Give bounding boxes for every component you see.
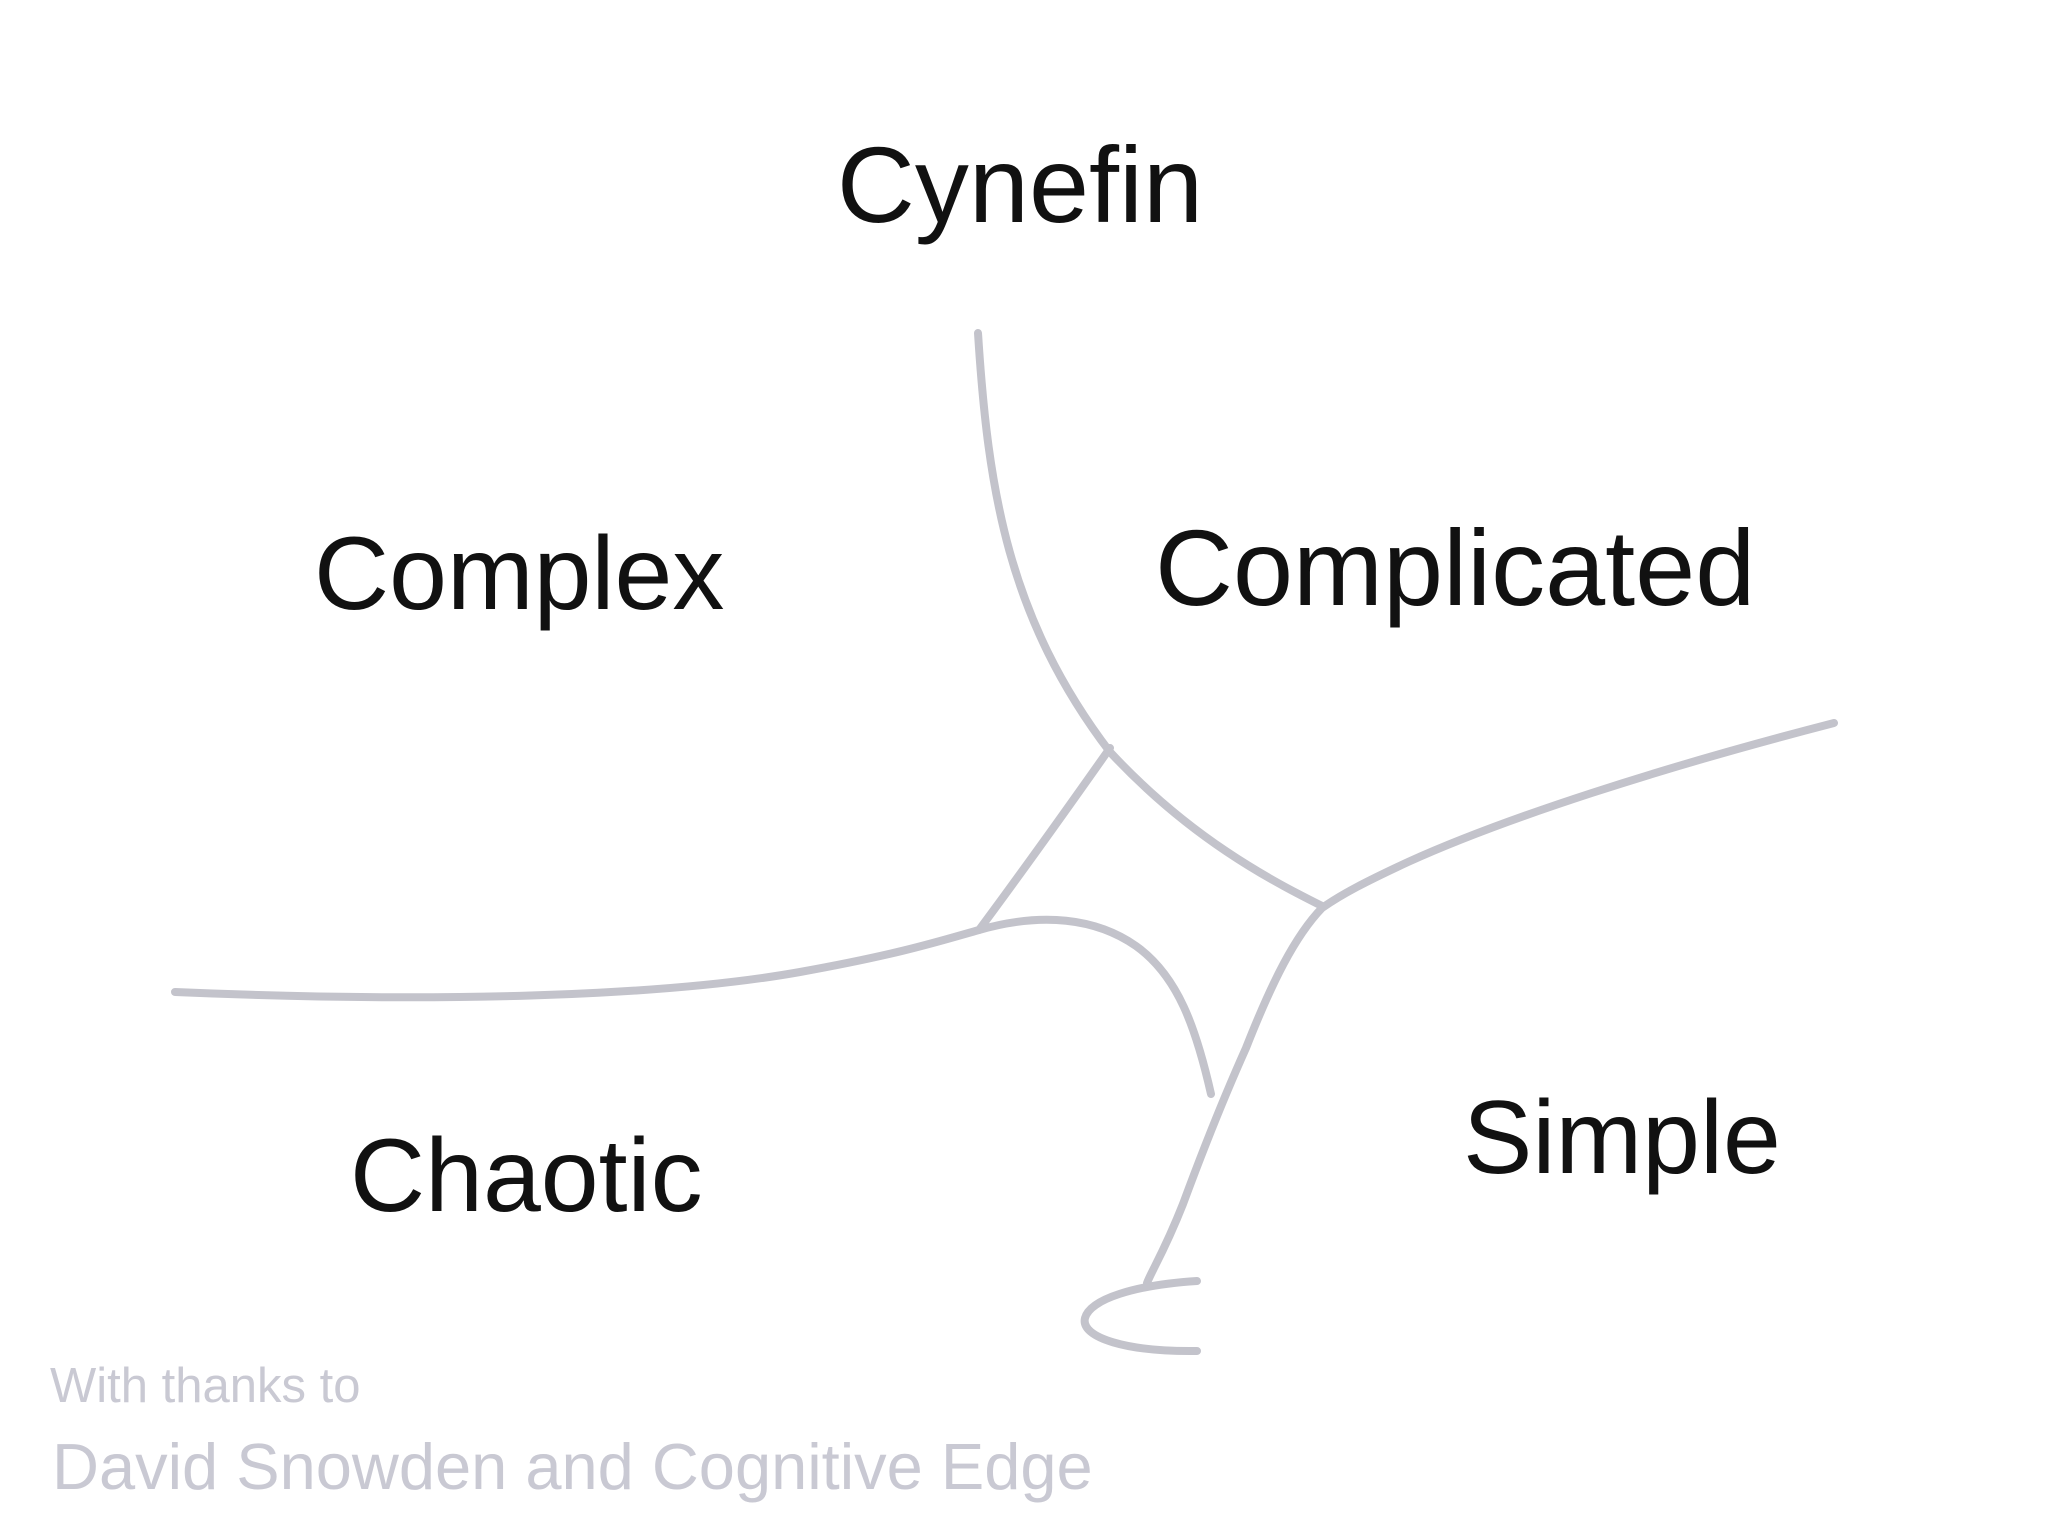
- quadrant-label-chaotic: Chaotic: [350, 1118, 703, 1234]
- diagram-title: Cynefin: [836, 124, 1204, 245]
- attribution-line-2: David Snowden and Cognitive Edge: [52, 1430, 1093, 1503]
- boundary-right-curve: [1143, 719, 1838, 1287]
- boundary-left-curve: [171, 915, 1215, 1098]
- boundary-center-left-branch: [975, 744, 1114, 934]
- quadrant-label-complex: Complex: [314, 516, 725, 632]
- attribution-line-1: With thanks to: [50, 1359, 361, 1413]
- boundary-bottom-fold-hook: [1080, 1277, 1201, 1356]
- quadrant-label-complicated: Complicated: [1155, 507, 1756, 628]
- boundary-top-curve: [974, 329, 1326, 910]
- quadrant-label-simple: Simple: [1463, 1080, 1781, 1196]
